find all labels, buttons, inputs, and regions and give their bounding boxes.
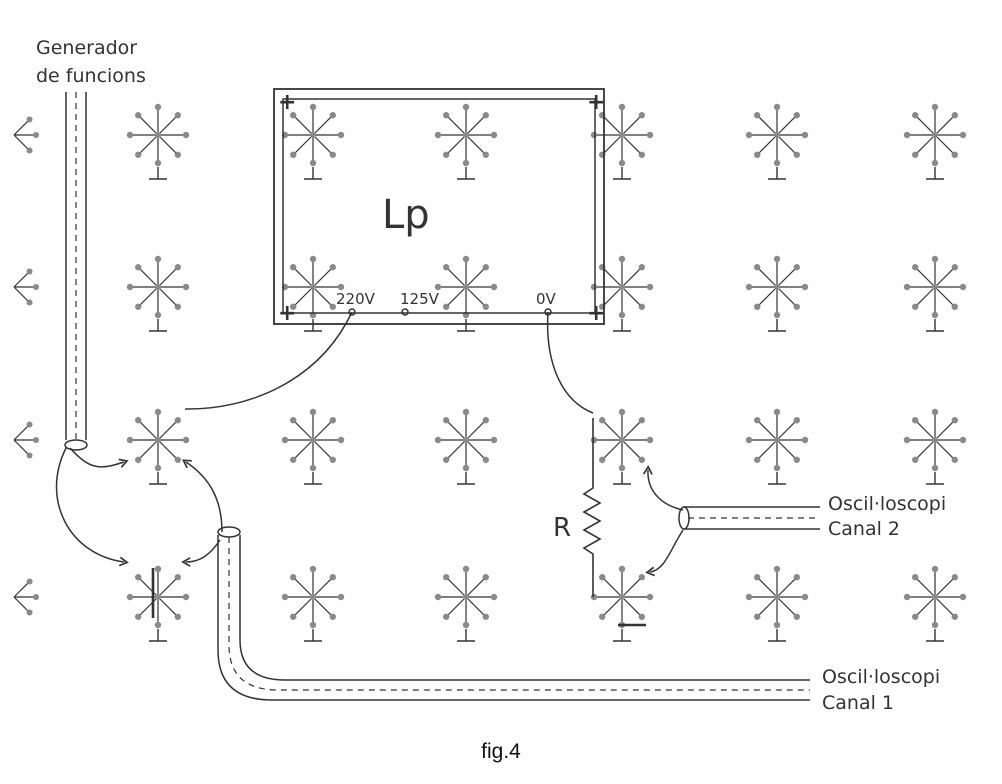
connection-node [903, 103, 967, 180]
connection-node [281, 565, 345, 642]
connection-node [903, 565, 967, 642]
connection-node [745, 103, 809, 180]
osc1-label-line1: Oscil·loscopi [822, 666, 940, 688]
connection-node [126, 565, 190, 642]
generator-label-line1: Generador [36, 37, 137, 59]
connection-nodes [13, 103, 967, 642]
plus-br: + [587, 301, 605, 326]
transformer-lp: Lp + + + + 220V 125V 0V [273, 88, 605, 326]
tap-220-label: 220V [336, 290, 376, 308]
resistor-label: R [553, 513, 571, 543]
connection-node [126, 408, 190, 485]
connection-node [745, 255, 809, 332]
connection-node [434, 255, 498, 332]
plus-tl: + [278, 90, 296, 115]
connection-node [126, 103, 190, 180]
connection-node [590, 103, 654, 180]
tap-0-label: 0V [536, 290, 557, 308]
connection-node [126, 255, 190, 332]
connection-node-partial [13, 421, 39, 459]
plus-tr: + [587, 90, 605, 115]
connection-node [590, 565, 654, 642]
connection-node-partial [13, 578, 39, 616]
wires [55, 311, 684, 627]
connection-node [745, 565, 809, 642]
figure-caption: fig.4 [481, 740, 521, 763]
connection-node [903, 408, 967, 485]
connection-node [903, 255, 967, 332]
connection-node [434, 103, 498, 180]
plus-bl: + [278, 301, 296, 326]
osc-channel1-cable [217, 526, 810, 701]
tap-125-label: 125V [400, 290, 440, 308]
connection-node-partial [13, 116, 39, 154]
generator-label-line2: de funcions [36, 65, 146, 87]
connection-node [745, 408, 809, 485]
connection-node [434, 565, 498, 642]
lp-label: Lp [382, 192, 430, 238]
connection-node [434, 408, 498, 485]
osc2-label-line1: Oscil·loscopi [828, 493, 946, 515]
connection-node [281, 103, 345, 180]
generator-cable [64, 92, 88, 451]
connection-node [281, 408, 345, 485]
osc-channel2-cable [678, 506, 820, 530]
osc1-label-line2: Canal 1 [822, 692, 894, 714]
connection-node-partial [13, 268, 39, 306]
osc2-label-line2: Canal 2 [828, 518, 900, 540]
resistor-r [582, 418, 602, 597]
connection-node [590, 408, 654, 485]
tap-220-terminal [348, 308, 356, 316]
tap-125-terminal [401, 308, 409, 316]
